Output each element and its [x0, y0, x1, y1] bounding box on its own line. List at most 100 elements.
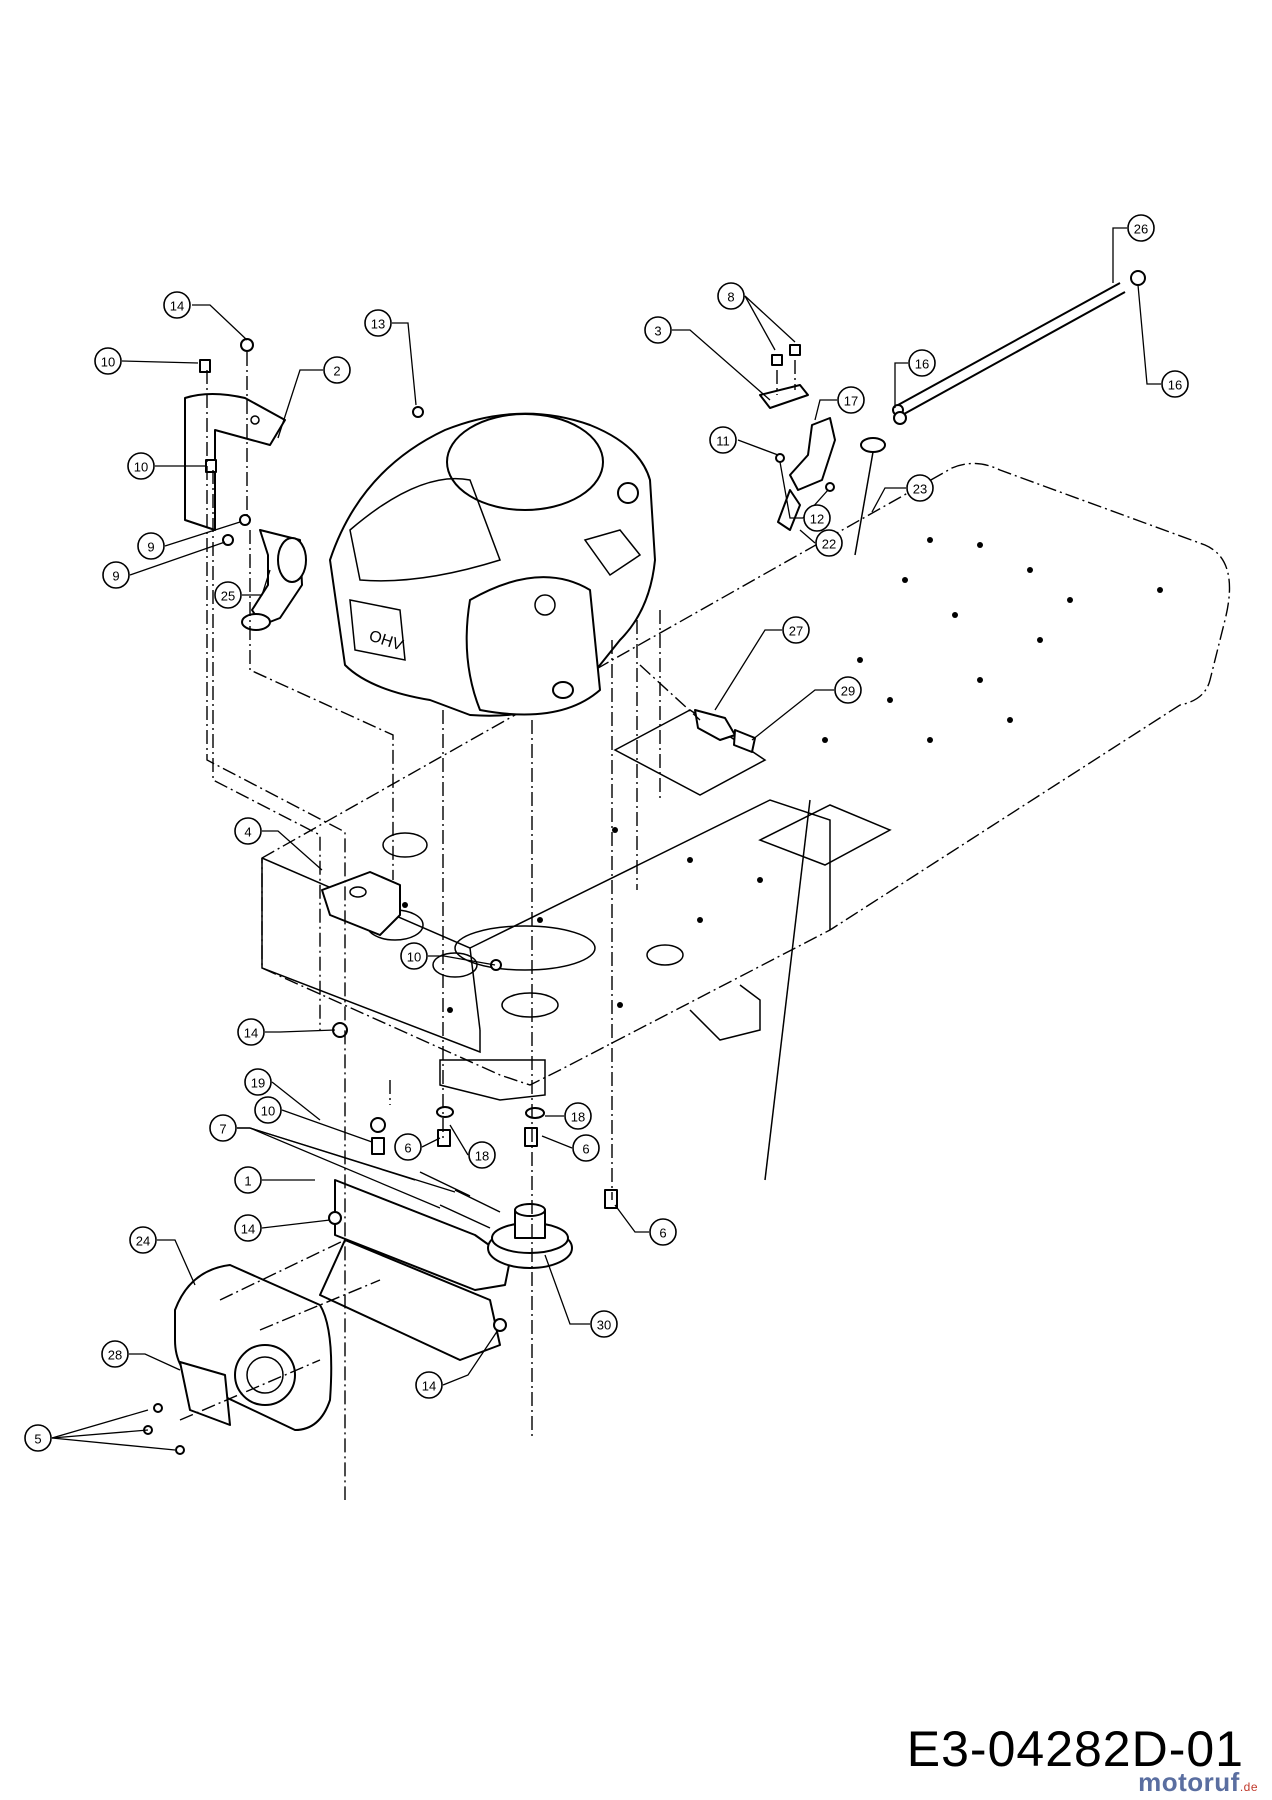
callout-number: 14	[244, 1026, 258, 1041]
watermark-brand: motoruf	[1138, 1767, 1240, 1797]
watermark-logo: motoruf.de	[1138, 1767, 1258, 1798]
callout-bubble: 16	[1161, 370, 1189, 398]
callout-bubble: 6	[572, 1134, 600, 1162]
callout-bubble: 24	[129, 1226, 157, 1254]
callout-circle	[415, 1371, 443, 1399]
callout-number: 28	[108, 1348, 122, 1363]
callout-number: 16	[915, 357, 929, 372]
callout-bubble: 10	[400, 942, 428, 970]
callout-bubble: 14	[163, 291, 191, 319]
callout-bubble: 17	[837, 386, 865, 414]
assembly-centerlines	[179, 352, 796, 1500]
callout-circle	[649, 1218, 677, 1246]
callout-bubble: 10	[94, 347, 122, 375]
callout-number: 2	[333, 364, 340, 379]
callout-circle	[717, 282, 745, 310]
callout-circle	[815, 529, 843, 557]
callout-circle	[644, 316, 672, 344]
callout-circle	[234, 1166, 262, 1194]
callout-number: 8	[727, 290, 734, 305]
callout-circle	[127, 452, 155, 480]
callout-bubble: 14	[415, 1371, 443, 1399]
callout-circle	[564, 1102, 592, 1130]
callout-number: 19	[251, 1076, 265, 1091]
callout-bubble: 13	[364, 309, 392, 337]
callout-circle	[254, 1096, 282, 1124]
callout-circle	[590, 1310, 618, 1338]
callout-circle	[908, 349, 936, 377]
callout-bubble: 23	[906, 474, 934, 502]
callout-number: 26	[1134, 222, 1148, 237]
callout-bubble: 8	[717, 282, 745, 310]
callout-bubble: 9	[137, 532, 165, 560]
callout-number: 6	[582, 1142, 589, 1157]
callout-number: 6	[659, 1226, 666, 1241]
callout-bubble: 25	[214, 581, 242, 609]
callout-number: 14	[170, 299, 184, 314]
muffler	[174, 1264, 333, 1431]
callout-circle	[234, 817, 262, 845]
exhaust-manifold	[241, 529, 307, 631]
callout-number: 1	[244, 1174, 251, 1189]
drawing-number: E3-04282D-01	[906, 1721, 1244, 1777]
callout-number: 11	[716, 434, 730, 449]
control-rod	[892, 270, 1146, 416]
callout-bubble: 11	[709, 426, 737, 454]
callout-circle	[102, 561, 130, 589]
callout-number: 18	[571, 1110, 585, 1125]
callout-circle	[323, 356, 351, 384]
callout-number: 14	[241, 1222, 255, 1237]
callout-bubble: 1	[234, 1166, 262, 1194]
callout-number: 10	[407, 950, 421, 965]
callout-bubble: 9	[102, 561, 130, 589]
callout-bubble: 10	[127, 452, 155, 480]
callout-circle	[129, 1226, 157, 1254]
callout-bubble: 19	[244, 1068, 272, 1096]
throttle-control	[759, 384, 836, 531]
dipstick	[764, 437, 886, 1181]
callout-number: 10	[134, 460, 148, 475]
callout-circle	[214, 581, 242, 609]
callout-bubble: 29	[834, 676, 862, 704]
callout-number: 7	[219, 1122, 226, 1137]
callout-bubble: 22	[815, 529, 843, 557]
callout-number: 12	[810, 512, 824, 527]
callout-bubble: 14	[237, 1018, 265, 1046]
callout-circle	[163, 291, 191, 319]
callout-bubble: 14	[234, 1214, 262, 1242]
callout-circle	[782, 616, 810, 644]
callout-bubble: 16	[908, 349, 936, 377]
callout-number: 17	[844, 394, 858, 409]
callout-circle	[803, 504, 831, 532]
callout-circle	[468, 1141, 496, 1169]
callout-number: 16	[1168, 378, 1182, 393]
callout-circle	[709, 426, 737, 454]
callout-circle	[572, 1134, 600, 1162]
callout-number: 23	[913, 482, 927, 497]
callout-number: 24	[136, 1234, 150, 1249]
callout-circle	[906, 474, 934, 502]
callout-bubble: 18	[564, 1102, 592, 1130]
callout-number: 18	[475, 1149, 489, 1164]
fasteners	[143, 338, 907, 1455]
callout-bubble: 6	[649, 1218, 677, 1246]
callout-number: 27	[789, 624, 803, 639]
callout-number: 3	[654, 324, 661, 339]
callout-number: 5	[34, 1432, 41, 1447]
heat-shield	[184, 393, 286, 531]
pulley	[487, 1203, 573, 1269]
callout-bubble: 27	[782, 616, 810, 644]
callout-circle	[101, 1340, 129, 1368]
callout-circle	[394, 1133, 422, 1161]
callout-number: 25	[221, 589, 235, 604]
callout-number: 6	[404, 1141, 411, 1156]
callout-bubble: 4	[234, 817, 262, 845]
callout-circle	[209, 1114, 237, 1142]
callout-number: 9	[112, 569, 119, 584]
callout-number: 10	[261, 1104, 275, 1119]
callout-circle	[234, 1214, 262, 1242]
callout-bubble: 3	[644, 316, 672, 344]
callout-circle	[1161, 370, 1189, 398]
callout-circle	[137, 532, 165, 560]
